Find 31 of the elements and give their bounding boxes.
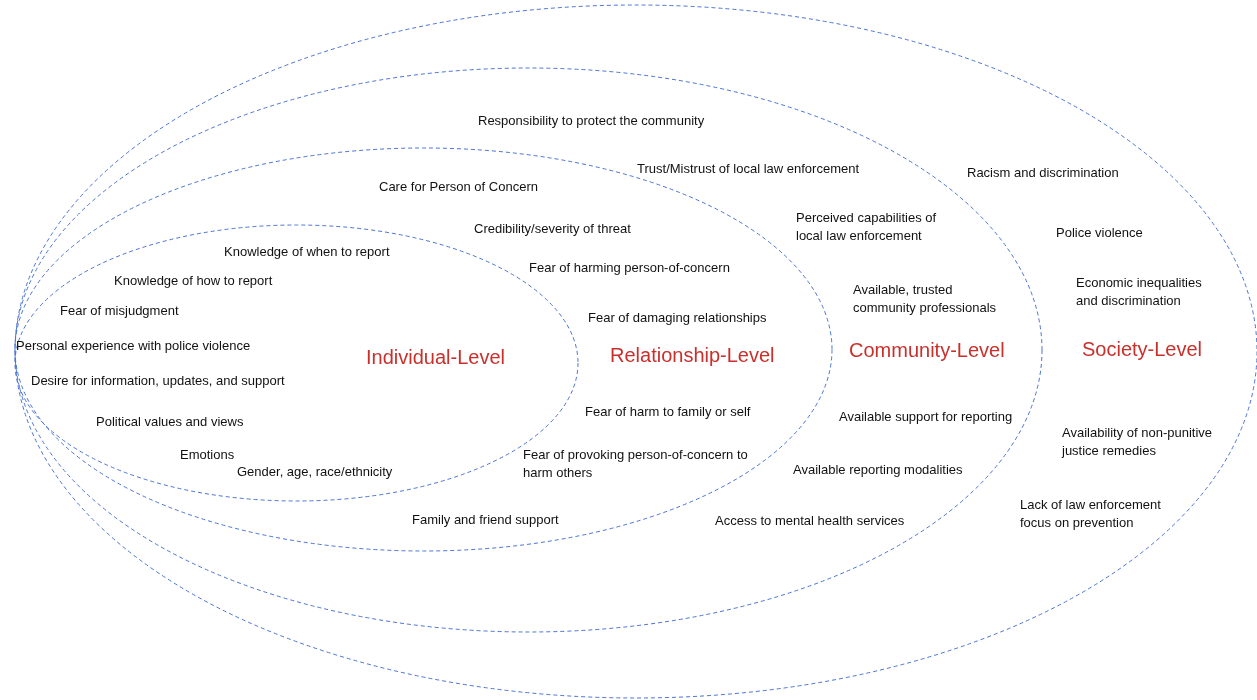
factor-text: Available reporting modalities <box>793 461 963 479</box>
factor-text: Available, trusted community professionals <box>853 281 998 317</box>
level-heading: Individual-Level <box>366 345 505 369</box>
factor-text: Knowledge of when to report <box>224 243 390 261</box>
factor-text: Fear of damaging relationships <box>588 309 767 327</box>
factor-text: Care for Person of Concern <box>379 178 538 196</box>
factor-text: Responsibility to protect the community <box>478 112 705 130</box>
level-heading: Community-Level <box>849 338 1005 362</box>
factor-text: Available support for reporting <box>839 408 1013 426</box>
factor-text: Family and friend support <box>412 511 559 529</box>
factor-text: Desire for information, updates, and support <box>31 372 285 390</box>
level-heading: Society-Level <box>1082 337 1203 361</box>
factor-text: Credibility/severity of threat <box>474 220 631 238</box>
factor-text: Access to mental health services <box>715 512 905 530</box>
factor-text: Knowledge of how to report <box>114 272 273 290</box>
factor-text: Lack of law enforcement focus on prevention <box>1020 496 1162 532</box>
factor-text: Police violence <box>1056 224 1143 242</box>
factor-text: Fear of harming person-of-concern <box>529 259 730 277</box>
level-heading: Relationship-Level <box>610 343 775 367</box>
factor-text: Fear of provoking person-of-concern to harm others <box>523 446 749 482</box>
factor-text: Economic inequalities and discrimination <box>1076 274 1203 310</box>
factor-text: Racism and discrimination <box>967 164 1119 182</box>
factor-text: Trust/Mistrust of local law enforcement <box>637 160 860 178</box>
factor-text: Fear of misjudgment <box>60 302 179 320</box>
factor-text: Political values and views <box>96 413 244 431</box>
factor-text: Gender, age, race/ethnicity <box>237 463 393 481</box>
factor-text: Fear of harm to family or self <box>585 403 751 421</box>
factor-text: Perceived capabilities of local law enforcement <box>796 209 938 245</box>
factor-text: Emotions <box>180 446 235 464</box>
factor-text: Availability of non-punitive justice remedies <box>1062 424 1214 460</box>
factor-text: Personal experience with police violence <box>16 337 251 355</box>
